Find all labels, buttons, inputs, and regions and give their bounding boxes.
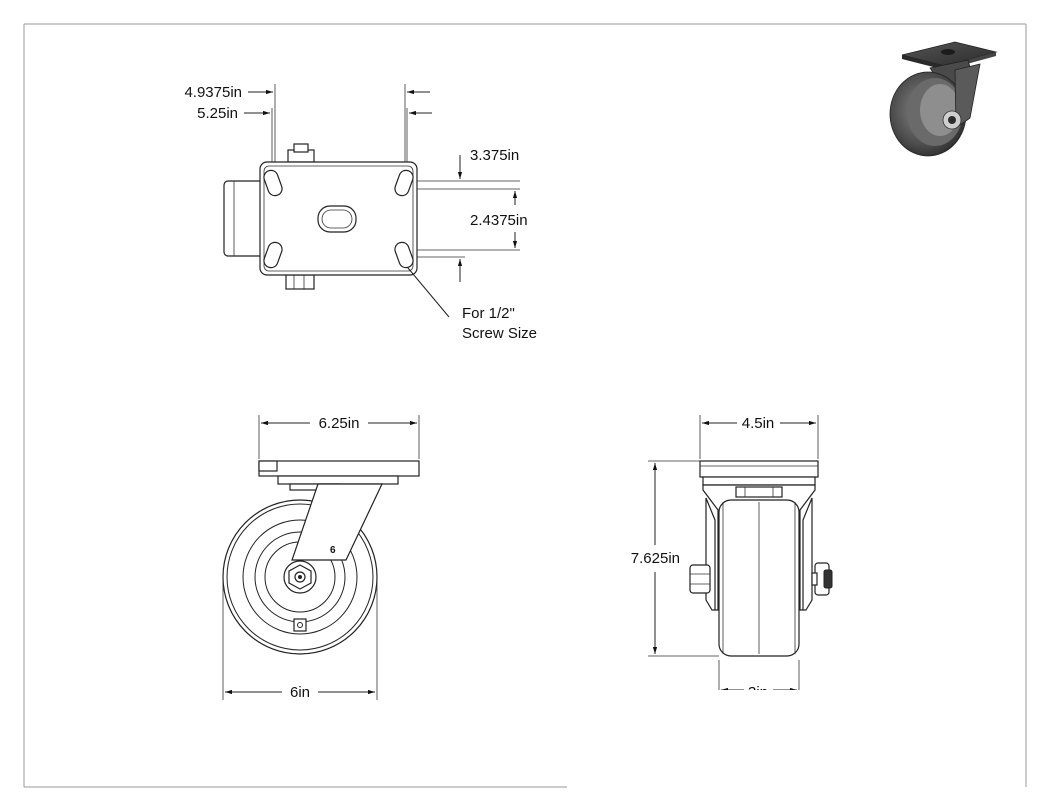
side-top-plate [258,460,420,477]
wheel-top-outline [223,180,265,257]
side-view-dimensions: 6.25in 6in [222,415,420,701]
dim-2-4375: 2.4375in [470,212,528,229]
center-slot [317,205,357,233]
dim-4-5: 4.5in [742,415,775,432]
dim-5-25: 5.25in [197,105,238,122]
axle-nut-bottom [285,274,315,290]
front-view-dimensions: 4.5in 7.625in 3in [631,415,820,701]
dim-3-375: 3.375in [470,147,519,164]
bolt-slot-bottom-right [394,241,414,269]
sheet-border [23,23,1027,788]
front-view [689,460,833,657]
dim-6-25: 6.25in [319,415,360,432]
note-screw-line1: For 1/2" [462,305,515,322]
side-wheel-rim [242,519,358,635]
dim-6in: 6in [290,684,310,701]
bolt-slot-bottom-left [263,241,283,269]
bolt-slot-top-right [394,169,414,197]
top-view [223,143,418,290]
side-view: 6 [222,460,420,655]
dim-7-625: 7.625in [631,550,680,567]
front-top-plate [699,460,819,478]
grease-fitting-icon [293,618,307,632]
wheel-size-mark: 6 [330,545,336,556]
side-fork-leg [291,483,383,561]
dim-4-9375: 4.9375in [184,84,242,101]
top-view-dimensions: 4.9375in 5.25in 3.375in 2.4375in For 1/2… [184,84,537,342]
front-axle-bolt-head [689,564,711,594]
caster-render-thumbnail [889,41,998,157]
note-screw-line2: Screw Size [462,325,537,342]
bolt-slot-top-left [263,169,283,197]
